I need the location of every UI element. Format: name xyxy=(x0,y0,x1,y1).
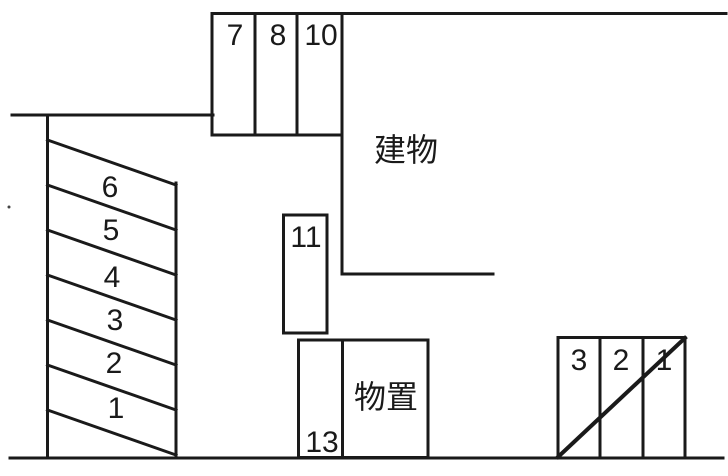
shed-label: 物置 xyxy=(354,379,418,415)
right-stall-3-label: 3 xyxy=(571,344,588,377)
right-stall-2-label: 2 xyxy=(613,344,630,377)
left-block-diagonal-3-line xyxy=(45,228,178,277)
right-stall-1-label: 1 xyxy=(656,344,673,377)
left-stall-6-label: 6 xyxy=(102,171,119,204)
left-block-diagonal-6-line xyxy=(45,363,178,412)
left-block-diagonal-7-line xyxy=(45,408,178,457)
left-block-diagonal-1-line xyxy=(45,138,178,187)
left-stall-2-label: 2 xyxy=(106,347,123,380)
left-block-diagonal-5-line xyxy=(45,318,178,367)
left-stall-3-label: 3 xyxy=(107,304,124,337)
stall-11-box xyxy=(282,213,329,335)
left-stall-1-label: 1 xyxy=(108,392,125,425)
shed-stall-13-label: 13 xyxy=(305,426,338,459)
building-label: 建物 xyxy=(374,132,438,168)
top-stall-8-label: 8 xyxy=(270,19,287,52)
left-stall-4-label: 4 xyxy=(104,261,121,294)
top-stall-7-label: 7 xyxy=(227,19,244,52)
top-stall-10-label: 10 xyxy=(304,19,337,52)
center-stall-11-label: 11 xyxy=(290,221,321,254)
left-block-diagonal-2-line xyxy=(45,183,178,232)
left-stall-5-label: 5 xyxy=(103,214,120,247)
right-stalls-cross-diagonal-line xyxy=(555,335,688,460)
left-block-diagonal-4-line xyxy=(45,273,178,322)
stray-dot-mark xyxy=(7,205,11,209)
